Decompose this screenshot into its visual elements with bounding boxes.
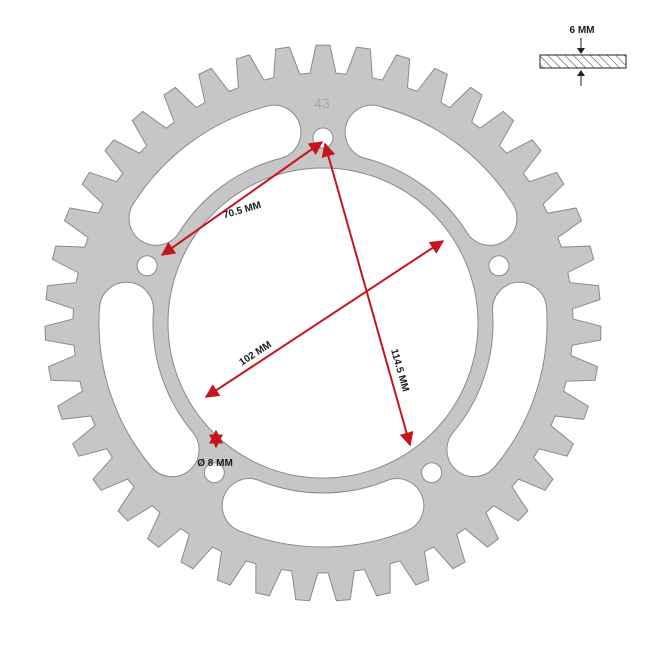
thickness-indicator: 6 MM [539,25,627,86]
bolt-diagonal-label: 114.5 MM [388,348,411,393]
inner-bore-arrow [204,240,445,398]
bolt-hole [312,127,334,149]
bolt-spacing-label: 70.5 MM [222,200,262,221]
dimension-arrows [160,141,445,449]
lightening-slot [221,478,425,548]
lightening-slot [344,104,518,246]
hole-diameter-label: Ø 8 MM [197,458,233,469]
thickness-label: 6 MM [570,25,595,36]
bolt-hole [488,255,510,277]
bolt-hole [421,462,443,484]
bolt-holes [136,127,510,484]
tooth-count-stamp: 43 [314,95,330,111]
bolt-spacing-arrow [160,141,324,256]
lightening-slot [446,281,548,478]
bolt-hole [203,462,225,484]
bolt-diagonal-arrow [321,142,414,447]
lightening-slot [98,281,200,478]
plate-cross-section [539,54,627,69]
bolt-hole [136,255,158,277]
